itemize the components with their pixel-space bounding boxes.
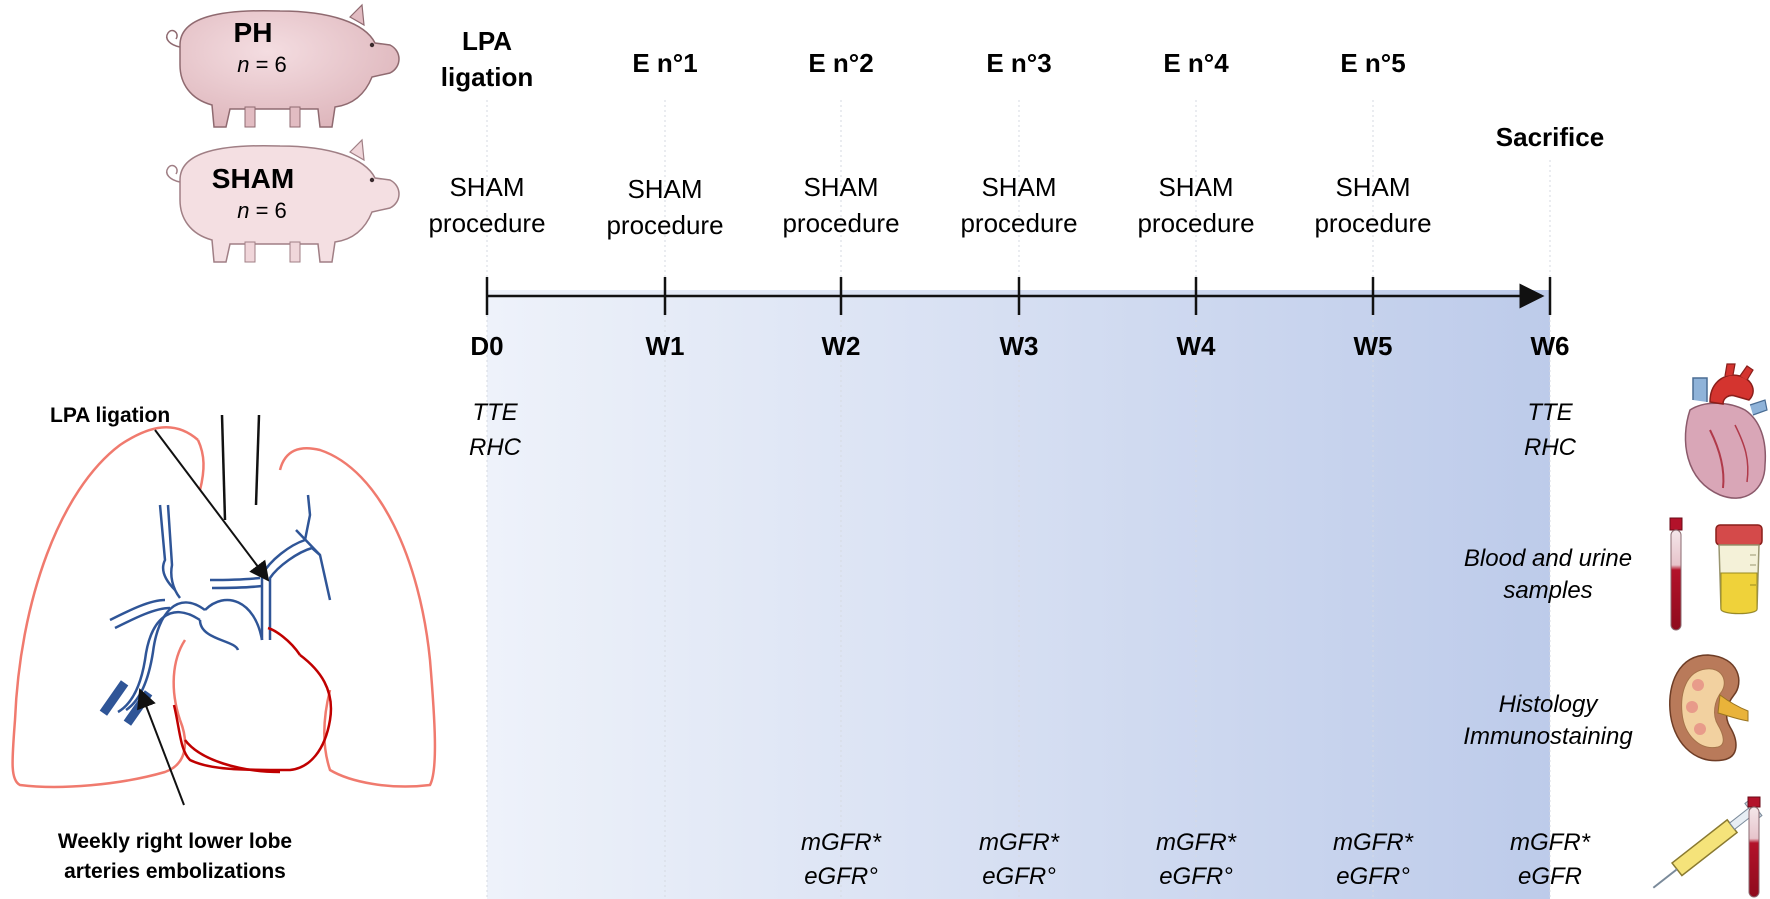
timepoint-w1: W1 — [646, 331, 685, 361]
legend-text: Blood and urine samples Histology Immuno… — [1463, 545, 1633, 750]
ligation-arrow — [154, 429, 270, 582]
intervention-e4: E n°4 — [1163, 48, 1229, 78]
intervention-sacrifice: Sacrifice — [1496, 122, 1604, 152]
svg-text:mGFR*: mGFR* — [1333, 829, 1414, 856]
intervention-e2: E n°2 — [808, 48, 873, 78]
left-lung-outline — [11, 426, 199, 789]
svg-text:procedure: procedure — [960, 208, 1077, 238]
lung-diagram — [11, 414, 437, 789]
exam-d0-rhc: RHC — [469, 434, 522, 461]
intervention-lpa-line2: ligation — [441, 62, 533, 92]
svg-text:eGFR°: eGFR° — [1159, 863, 1233, 890]
svg-text:mGFR*: mGFR* — [979, 829, 1060, 856]
urine-cup-icon — [1715, 524, 1763, 615]
timepoint-w3: W3 — [1000, 331, 1039, 361]
svg-text:mGFR*: mGFR* — [1156, 829, 1237, 856]
timepoint-w2: W2 — [822, 331, 861, 361]
svg-text:eGFR: eGFR — [1518, 863, 1582, 890]
legend-histo-line2: Immunostaining — [1463, 723, 1633, 750]
svg-text:eGFR°: eGFR° — [1336, 863, 1410, 890]
legend-histo-line1: Histology — [1499, 691, 1600, 718]
svg-text:eGFR°: eGFR° — [804, 863, 878, 890]
svg-text:SHAM: SHAM — [981, 172, 1056, 202]
gfr-measurements: mGFR* eGFR° mGFR* eGFR° mGFR* eGFR° mGFR… — [801, 829, 1591, 890]
timepoint-labels: D0 W1 W2 W3 W4 W5 W6 — [470, 331, 1569, 361]
legend-blood-line1: Blood and urine — [1464, 545, 1632, 572]
svg-text:procedure: procedure — [782, 208, 899, 238]
svg-text:procedure: procedure — [1314, 208, 1431, 238]
timepoint-w6: W6 — [1531, 331, 1570, 361]
lung-embol-line2: arteries embolizations — [64, 860, 286, 883]
intervention-e1: E n°1 — [632, 48, 697, 78]
timeline-guides — [486, 100, 1551, 899]
intervention-e3: E n°3 — [986, 48, 1051, 78]
kidney-icon — [1669, 654, 1749, 762]
timepoint-d0: D0 — [470, 331, 503, 361]
pulmonary-arteries — [109, 494, 332, 714]
svg-text:procedure: procedure — [606, 210, 723, 240]
pulmonary-veins — [172, 626, 333, 774]
svg-text:SHAM: SHAM — [1158, 172, 1233, 202]
svg-text:SHAM: SHAM — [627, 174, 702, 204]
group-sham-count: n = 6 — [237, 198, 287, 223]
syringe-icon — [1652, 799, 1763, 889]
svg-text:mGFR*: mGFR* — [801, 829, 882, 856]
pig-icon — [166, 3, 400, 128]
svg-text:SHAM: SHAM — [449, 172, 524, 202]
intervention-e5: E n°5 — [1340, 48, 1405, 78]
lung-embol-line1: Weekly right lower lobe — [58, 830, 292, 853]
intervention-lpa-line1: LPA — [462, 26, 512, 56]
legend-blood-line2: samples — [1503, 577, 1592, 604]
svg-text:mGFR*: mGFR* — [1510, 829, 1591, 856]
exam-w6-tte: TTE — [1527, 399, 1573, 426]
svg-text:SHAM: SHAM — [1335, 172, 1410, 202]
pig-icon — [166, 138, 400, 263]
svg-text:procedure: procedure — [1137, 208, 1254, 238]
exam-w6-rhc: RHC — [1524, 434, 1577, 461]
exam-d0-tte: TTE — [472, 399, 518, 426]
group-ph-count: n = 6 — [237, 52, 287, 77]
interventions-row: LPA ligation E n°1 E n°2 E n°3 E n°4 E n… — [441, 26, 1604, 152]
svg-text:procedure: procedure — [428, 208, 545, 238]
lung-ligation-label: LPA ligation — [50, 404, 170, 427]
sham-procedures-row: SHAM procedure SHAM procedure SHAM proce… — [428, 172, 1431, 240]
group-ph-name: PH — [234, 17, 273, 48]
svg-text:eGFR°: eGFR° — [982, 863, 1056, 890]
heart-icon — [1684, 363, 1768, 499]
svg-text:SHAM: SHAM — [803, 172, 878, 202]
blood-tube-icon — [1747, 796, 1761, 898]
group-sham-name: SHAM — [212, 163, 294, 194]
timepoint-w4: W4 — [1177, 331, 1217, 361]
timeline-axis — [485, 277, 1552, 315]
right-lung-outline — [278, 446, 437, 788]
blood-tube-icon — [1669, 517, 1683, 631]
embolization-arrow — [137, 688, 185, 806]
timepoint-w5: W5 — [1354, 331, 1393, 361]
exams: TTE RHC TTE RHC — [469, 399, 1577, 461]
